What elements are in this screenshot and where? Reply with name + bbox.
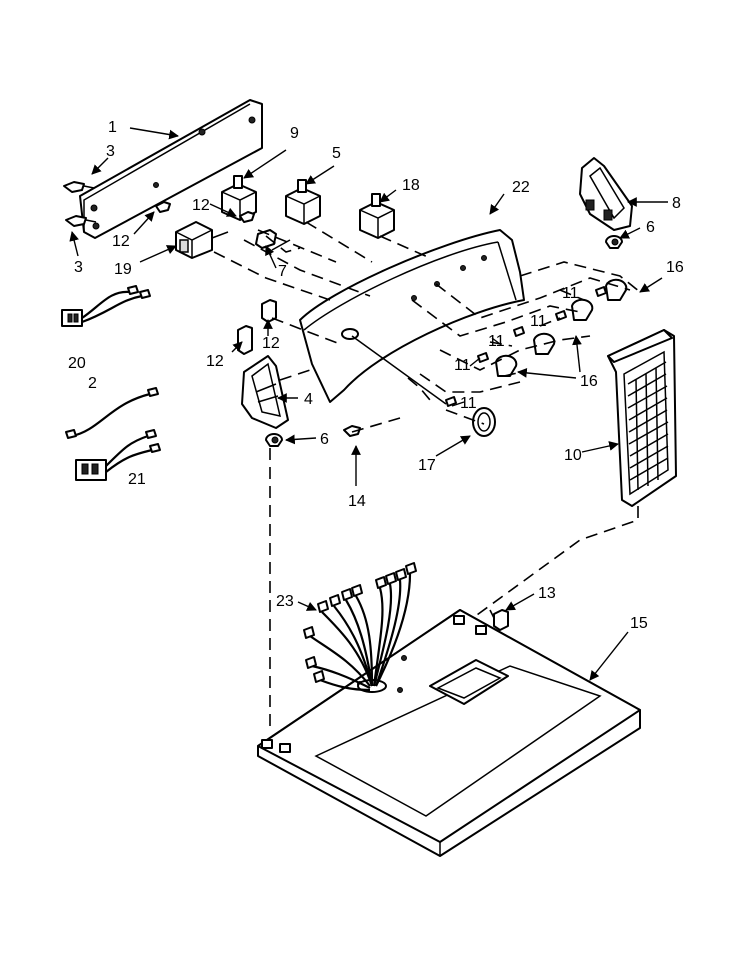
callout-13: 13 xyxy=(538,585,556,602)
callout-11: 11 xyxy=(460,395,477,412)
screw xyxy=(237,325,253,355)
screw xyxy=(63,181,95,193)
callout-3: 3 xyxy=(74,259,83,276)
screw xyxy=(155,201,171,213)
callout-22: 22 xyxy=(512,179,530,196)
callout-11: 11 xyxy=(530,313,547,330)
leader-lines xyxy=(69,127,668,681)
bracket-8 xyxy=(579,157,633,231)
callout-17: 17 xyxy=(418,457,436,474)
screw xyxy=(261,299,277,323)
callout-16: 16 xyxy=(580,373,598,390)
callout-15: 15 xyxy=(630,615,648,632)
callout-12: 12 xyxy=(112,233,130,250)
harness-21 xyxy=(75,429,161,481)
callout-11: 11 xyxy=(488,333,505,350)
callout-8: 8 xyxy=(672,195,681,212)
screw-13 xyxy=(493,609,509,631)
callout-9: 9 xyxy=(290,125,299,142)
harness-2 xyxy=(65,387,159,439)
clip-7 xyxy=(255,229,277,249)
switch-5 xyxy=(285,179,321,225)
timer xyxy=(175,221,229,259)
callout-18: 18 xyxy=(402,177,420,194)
callout-5: 5 xyxy=(332,145,341,162)
screw xyxy=(343,425,361,437)
callout-3: 3 xyxy=(106,143,115,160)
callout-10: 10 xyxy=(564,447,582,464)
callout-11: 11 xyxy=(454,357,471,374)
screw xyxy=(239,211,255,223)
callout-12: 12 xyxy=(206,353,224,370)
lint-screen xyxy=(607,329,677,507)
knob-17 xyxy=(472,407,496,437)
callout-12: 12 xyxy=(262,335,280,352)
callout-14: 14 xyxy=(348,493,366,510)
callout-20: 20 xyxy=(68,355,86,372)
callout-labels: 1 2 3 3 4 5 6 6 7 8 9 10 11 11 11 11 11 … xyxy=(68,119,684,632)
clip-6 xyxy=(605,235,623,249)
callout-4: 4 xyxy=(304,391,313,408)
harness-23 xyxy=(303,562,417,692)
end-cap xyxy=(241,355,289,429)
screw xyxy=(65,215,97,227)
callout-6: 6 xyxy=(320,431,329,448)
callout-19: 19 xyxy=(114,261,132,278)
callout-11: 11 xyxy=(562,285,579,302)
callout-12: 12 xyxy=(192,197,210,214)
top-panel xyxy=(257,609,641,857)
clip-11 xyxy=(445,286,607,407)
callout-1: 1 xyxy=(108,119,117,136)
console-panel xyxy=(299,229,525,405)
callout-7: 7 xyxy=(278,263,287,280)
knob xyxy=(571,298,594,321)
knob xyxy=(495,354,518,377)
exploded-leads xyxy=(213,221,641,730)
switch-18 xyxy=(359,193,395,239)
callout-21: 21 xyxy=(128,471,146,488)
callout-16: 16 xyxy=(666,259,684,276)
callout-2: 2 xyxy=(88,375,97,392)
harness-20 xyxy=(61,285,151,327)
callout-23: 23 xyxy=(276,593,294,610)
callout-6: 6 xyxy=(646,219,655,236)
clip-6 xyxy=(265,433,283,447)
knob xyxy=(605,278,628,301)
